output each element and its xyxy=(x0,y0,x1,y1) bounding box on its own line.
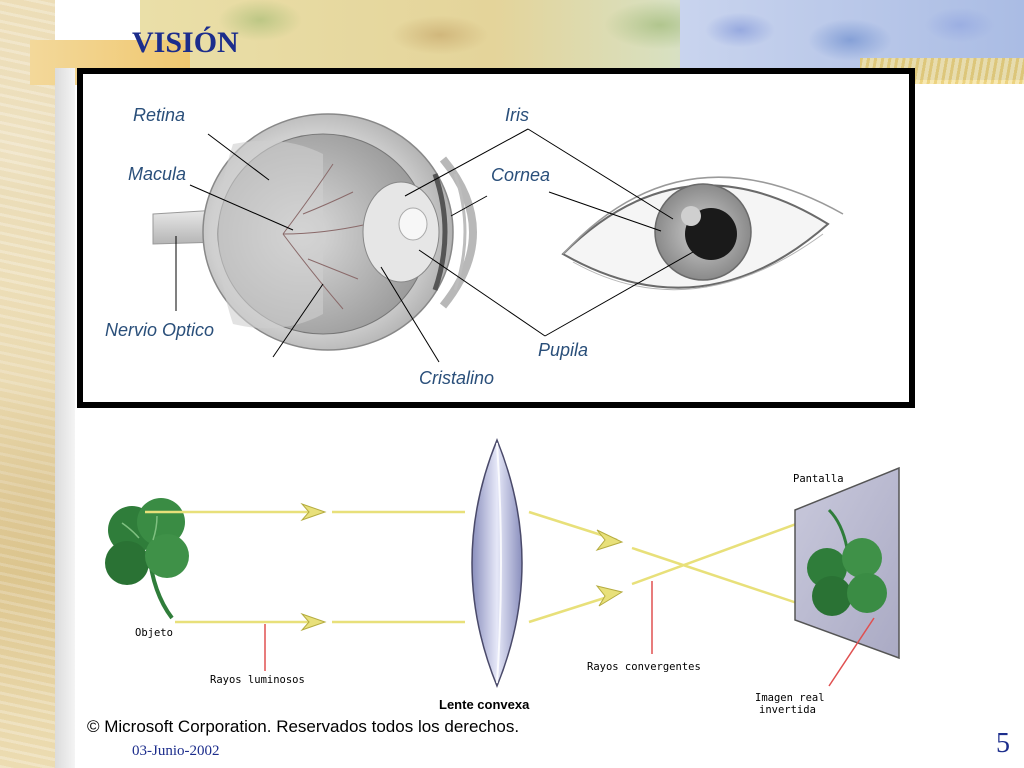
left-texture-strip xyxy=(0,0,55,768)
label-imagen-real: Imagen real xyxy=(755,692,825,704)
label-rayos-convergentes: Rayos convergentes xyxy=(587,661,701,673)
ray-arrows xyxy=(300,502,327,632)
label-lente-convexa: Lente convexa xyxy=(439,697,530,712)
label-cornea: Cornea xyxy=(491,165,550,185)
eye-anatomy-figure: Retina Macula Nervio Optico Iris Cornea … xyxy=(77,68,915,408)
label-invertida: invertida xyxy=(759,704,816,716)
page-number: 5 xyxy=(996,728,1010,759)
footer-date: 03-Junio-2002 xyxy=(132,743,220,759)
inverted-clover-image xyxy=(807,508,887,616)
label-objeto: Objeto xyxy=(135,627,173,639)
eye-anatomy-svg: Retina Macula Nervio Optico Iris Cornea … xyxy=(105,105,844,388)
red-pointer-lines xyxy=(264,581,875,687)
label-cristalino: Cristalino xyxy=(419,368,494,388)
slide-title: VISIÓN xyxy=(132,26,239,59)
label-rayos-luminosos: Rayos luminosos xyxy=(210,674,305,686)
copyright-notice: © Microsoft Corporation. Reservados todo… xyxy=(87,717,519,736)
slide-shadow xyxy=(55,68,75,768)
label-pantalla: Pantalla xyxy=(793,473,844,485)
label-macula: Macula xyxy=(128,164,186,184)
eyeball-cross-section xyxy=(202,113,477,351)
pointer-lines xyxy=(175,128,694,363)
object-clover xyxy=(105,498,189,620)
converging-arrows xyxy=(595,529,624,607)
external-eye xyxy=(561,176,844,291)
label-retina: Retina xyxy=(133,105,185,125)
decorative-banner xyxy=(0,0,1024,90)
convex-lens xyxy=(471,438,523,688)
incoming-rays xyxy=(145,510,465,624)
label-nervio-optico: Nervio Optico xyxy=(105,320,214,340)
label-pupila: Pupila xyxy=(538,340,588,360)
convex-lens-svg: Pantalla Objeto Rayos luminosos Rayos co… xyxy=(87,438,900,736)
label-iris: Iris xyxy=(505,105,529,125)
convex-lens-figure: Pantalla Objeto Rayos luminosos Rayos co… xyxy=(77,418,915,743)
